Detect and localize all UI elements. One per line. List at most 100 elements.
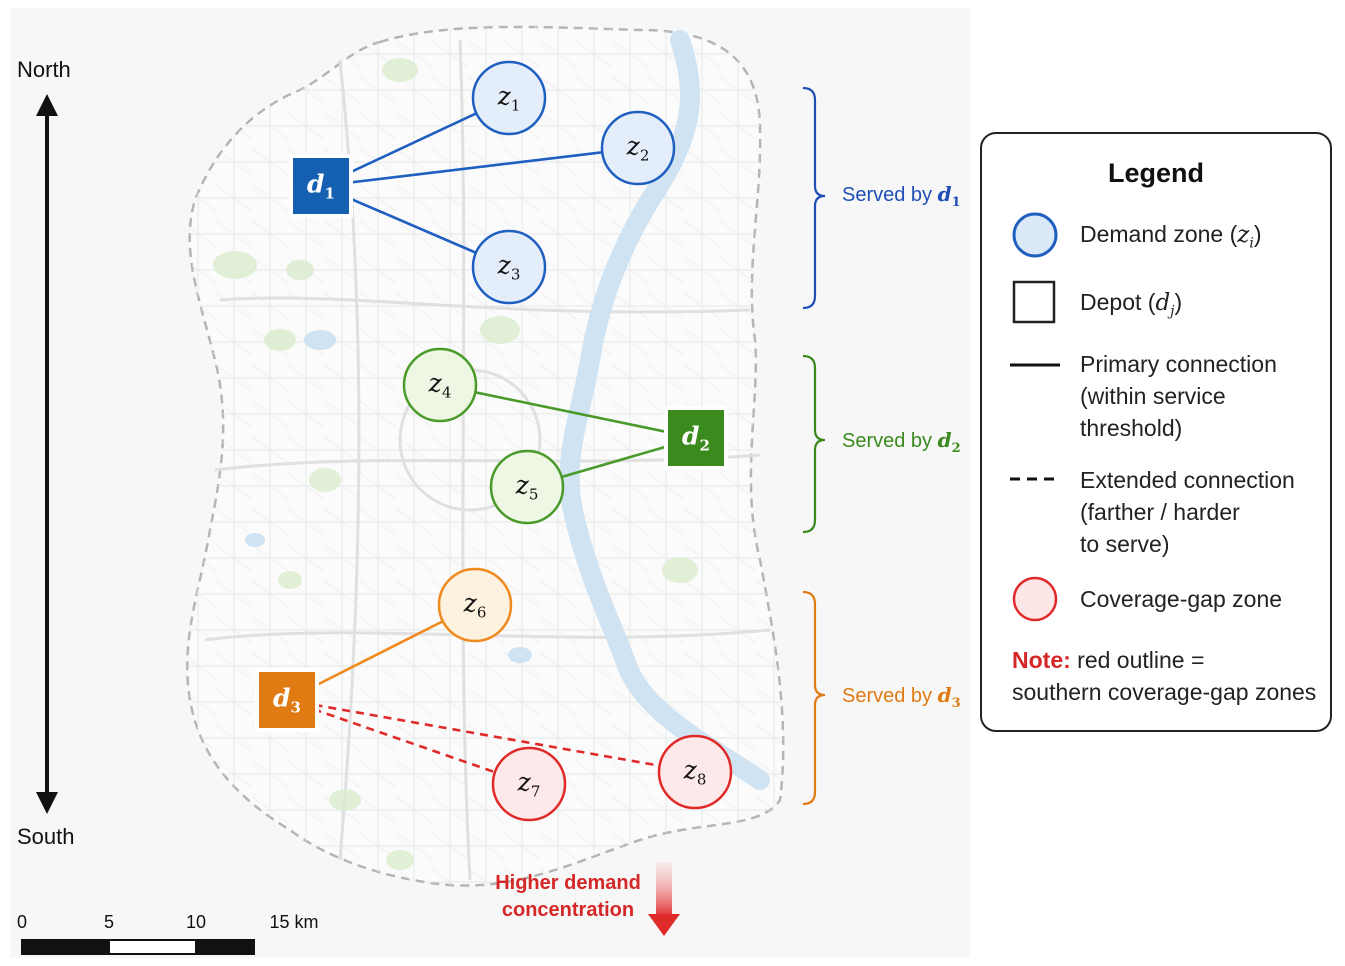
served-by-d1-letter: d	[937, 182, 952, 206]
zone-z1-label-letter: z	[497, 81, 511, 111]
zone-z7-label-letter: z	[517, 767, 531, 797]
legend-depot-text: Depot (	[1080, 289, 1156, 315]
depot-d2-label-subscript: 2	[699, 436, 710, 455]
legend-extended-line2: (farther / harder	[1080, 499, 1240, 525]
zone-z4-marker	[402, 347, 478, 423]
zone-z4-label-subscript: 4	[441, 383, 452, 402]
zone-z8-label-letter: z	[683, 755, 697, 785]
depot-d3-label-letter: d	[273, 683, 291, 713]
served-by-d2-sub: 2	[951, 441, 961, 456]
served-by-d1-prefix: Served by	[842, 184, 938, 206]
depot-d2-label-letter: d	[682, 421, 700, 451]
zone-z2-label-letter: z	[626, 131, 640, 161]
zone-z7-marker	[491, 746, 567, 822]
depot-d1-label-letter: d	[307, 169, 325, 199]
served-by-d3-label: Served by d3	[842, 683, 961, 711]
depot-d2-marker	[668, 410, 724, 466]
demand-label-line1: Higher demand	[495, 872, 641, 894]
served-by-d2-prefix: Served by	[842, 430, 938, 452]
zone-z2-label-subscript: 2	[639, 146, 650, 165]
legend-note-line1: red outline =	[1070, 647, 1205, 673]
zone-z6-label: z6	[464, 589, 487, 622]
zone-z1-label: z1	[498, 82, 521, 115]
legend-extended-line3: to serve)	[1080, 531, 1170, 557]
depot-d1-marker	[293, 158, 349, 214]
legend-demand-zone-close: )	[1253, 221, 1262, 247]
legend-title: Legend	[1107, 158, 1204, 188]
demand-label-line2: concentration	[501, 899, 635, 921]
zone-z3-label-letter: z	[497, 250, 511, 280]
served-by-d3-prefix: Served by	[842, 685, 938, 707]
scale-bar	[21, 939, 255, 955]
zone-z3-label-subscript: 3	[510, 265, 521, 284]
legend-demand-zone-sub: i	[1249, 235, 1254, 252]
nodes	[255, 60, 733, 822]
scale-tick-5: 5	[103, 912, 115, 932]
legend-note-key: Note:	[1012, 647, 1071, 673]
legend-demand-zone-text: Demand zone (	[1080, 221, 1238, 247]
zone-z2-label: z2	[627, 132, 650, 165]
bracket-d3	[802, 590, 826, 806]
legend-depot-sub: j	[1170, 303, 1175, 320]
north-label: North	[17, 57, 71, 82]
legend-depot-icon	[1012, 280, 1056, 324]
connections	[286, 112, 697, 774]
depot-d3-marker	[259, 672, 315, 728]
zone-z2-marker	[600, 110, 676, 186]
legend-extended-label: Extended connection (farther / harder to…	[1080, 464, 1295, 560]
legend-primary-line-icon	[1010, 363, 1060, 367]
river	[559, 30, 770, 790]
north-south-arrow	[36, 94, 58, 814]
depot-d2-label: d2	[682, 422, 710, 455]
zone-z7-label: z7	[518, 768, 541, 801]
scale-tick-15: 15 km	[269, 912, 319, 932]
demand-arrow	[648, 862, 680, 936]
legend-note-line2: southern coverage-gap zones	[1012, 679, 1317, 705]
zone-z8-label: z8	[684, 756, 707, 789]
zone-z6-label-subscript: 6	[476, 603, 487, 622]
demand-concentration-label: Higher demand concentration	[470, 870, 666, 924]
legend-extended-line1: Extended connection	[1080, 467, 1295, 493]
zone-z1-label-subscript: 1	[510, 96, 521, 115]
scale-tick-0: 0	[16, 912, 28, 932]
service-brackets	[802, 86, 826, 806]
legend-coverage-gap-label: Coverage-gap zone	[1080, 586, 1283, 612]
served-by-d1-sub: 1	[951, 195, 961, 210]
connection-d3-z8	[286, 698, 660, 768]
zone-z7-label-subscript: 7	[530, 782, 541, 801]
parks	[213, 58, 698, 870]
depot-d3-label-subscript: 3	[290, 698, 301, 717]
served-by-d2-letter: d	[937, 428, 952, 452]
legend-primary-line3: threshold)	[1080, 415, 1183, 441]
legend-depot-close: )	[1174, 289, 1183, 315]
lakes	[245, 330, 532, 663]
bracket-d1	[802, 86, 826, 310]
legend: Legend Demand zone (zi) Depot (dj) Prima…	[980, 132, 1332, 732]
served-by-d3-letter: d	[937, 683, 952, 707]
connection-d2-z4	[474, 391, 697, 440]
legend-extended-line-icon	[1010, 477, 1060, 481]
legend-demand-zone-icon	[1012, 212, 1058, 258]
zone-z6-label-letter: z	[463, 588, 477, 618]
depot-d1-label: d1	[307, 170, 335, 203]
depot-d3-label: d3	[273, 684, 301, 717]
zone-z5-label-letter: z	[515, 470, 529, 500]
legend-primary-line2: (within service	[1080, 383, 1226, 409]
served-by-d1-label: Served by d1	[842, 182, 961, 210]
zone-z8-marker	[657, 734, 733, 810]
zone-z4-label: z4	[429, 369, 452, 402]
legend-primary-label: Primary connection (within service thres…	[1080, 348, 1277, 444]
bracket-d2	[802, 354, 826, 534]
zone-z5-label-subscript: 5	[528, 485, 539, 504]
legend-demand-zone-label: Demand zone (zi)	[1080, 218, 1262, 260]
zone-z6-marker	[437, 567, 513, 643]
south-label: South	[17, 824, 75, 849]
served-by-d2-label: Served by d2	[842, 428, 961, 456]
zone-z3-label: z3	[498, 251, 521, 284]
depot-d1-label-subscript: 1	[324, 184, 335, 203]
served-by-d3-sub: 3	[951, 696, 961, 711]
legend-primary-line1: Primary connection	[1080, 351, 1277, 377]
connection-d3-z7	[286, 698, 496, 774]
